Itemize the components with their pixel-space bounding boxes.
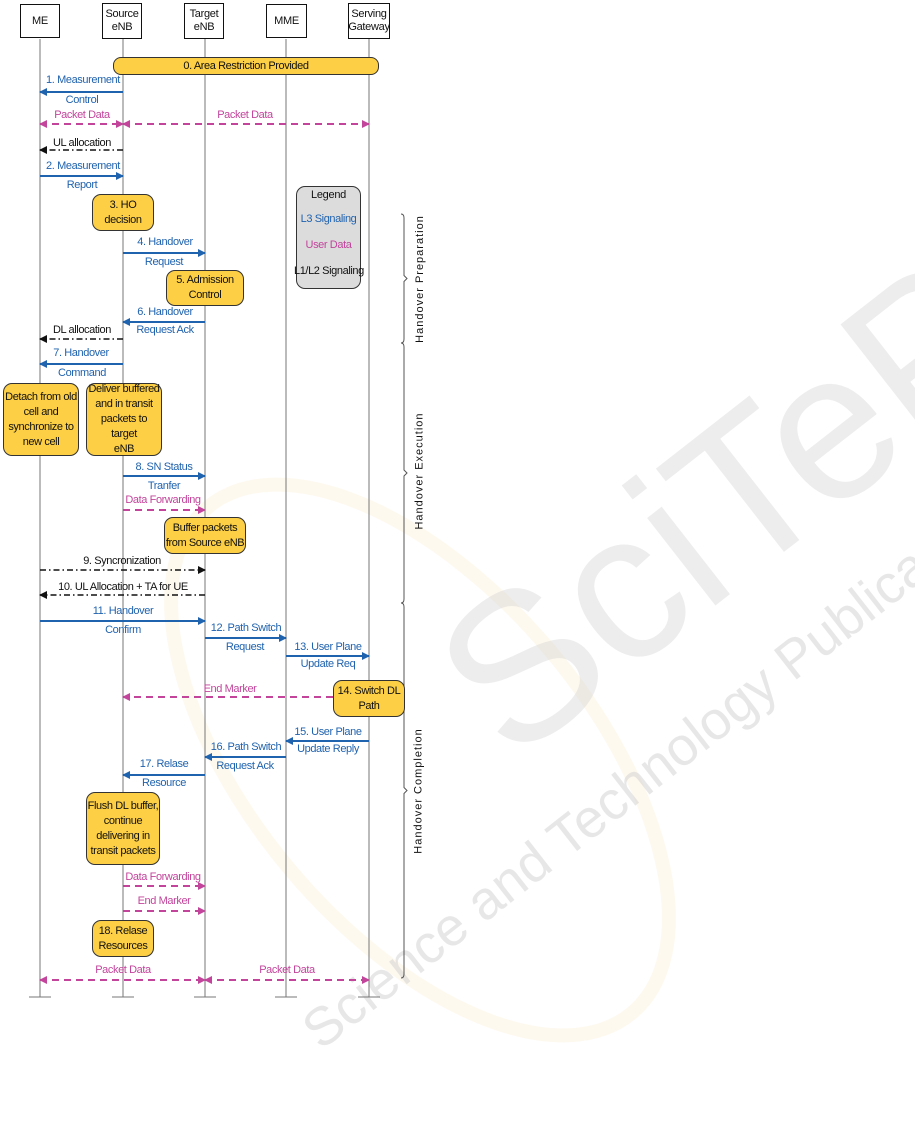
msg-6-label-top: 6. Handover	[137, 306, 193, 318]
msg-13-label-top: 13. User Plane	[294, 641, 362, 653]
phase-handover-preparation: Handover Preparation	[413, 215, 426, 343]
msg-2-label-top: 2. Measurement	[46, 160, 120, 172]
note-ho-decision: 3. HO decision	[92, 194, 154, 231]
msg-11-label-top: 11. Handover	[92, 605, 154, 617]
note-detach-sync: Detach from old cell and synchronize to …	[3, 383, 79, 456]
actor-source-enb: Source eNB	[102, 3, 142, 39]
msg-12-label-top: 12. Path Switch	[210, 622, 282, 634]
data-forwarding-2-label: Data Forwarding	[125, 871, 201, 883]
msg-7-label-top: 7. Handover	[53, 347, 109, 359]
msg-16-label-top: 16. Path Switch	[210, 741, 282, 753]
phase-handover-completion: Handover Completion	[412, 728, 425, 854]
msg-11-label-bottom: Confirm	[105, 624, 141, 636]
msg-9-label: 9. Syncronization	[83, 555, 161, 567]
data-forwarding-1-label: Data Forwarding	[125, 494, 201, 506]
msg-2-label-bottom: Report	[66, 179, 98, 191]
legend: Legend L3 Signaling User Data L1/L2 Sign…	[294, 186, 364, 289]
ul-allocation-label: UL allocation	[53, 137, 111, 149]
note-deliver-buffered: Deliver buffered and in transit packets …	[86, 383, 162, 456]
bracket-completion	[400, 602, 408, 979]
packet-data-1-label: Packet Data	[54, 109, 110, 121]
msg-17-label-top: 17. Relase	[139, 758, 189, 770]
dl-allocation-label: DL allocation	[53, 324, 111, 336]
note-area-restriction: 0. Area Restriction Provided	[113, 57, 379, 75]
bracket-execution	[400, 342, 408, 604]
msg-16-label-bottom: Request Ack	[216, 760, 274, 772]
legend-title: Legend	[311, 189, 346, 201]
end-marker-1-label: End Marker	[203, 683, 257, 695]
note-admission-control: 5. Admission Control	[166, 270, 244, 306]
legend-l3-signaling-label: L3 Signaling	[300, 213, 357, 225]
actor-me: ME	[20, 4, 60, 38]
msg-17-label-bottom: Resource	[142, 777, 186, 789]
msg-6-label-bottom: Request Ack	[136, 324, 194, 336]
msg-4-label-top: 4. Handover	[137, 236, 193, 248]
note-switch-dl-path: 14. Switch DL Path	[333, 680, 405, 717]
legend-user-data-label: User Data	[305, 239, 352, 251]
msg-12-label-bottom: Request	[225, 641, 265, 653]
actor-serving-gateway: Serving Gateway	[348, 3, 390, 39]
msg-13-label-bottom: Update Req	[300, 658, 356, 670]
note-buffer-packets: Buffer packets from Source eNB	[164, 517, 246, 554]
bracket-preparation	[400, 213, 408, 344]
packet-data-2-label: Packet Data	[217, 109, 273, 121]
msg-1-label-bottom: Control	[65, 94, 99, 106]
msg-8-label-bottom: Tranfer	[147, 480, 181, 492]
phase-handover-execution: Handover Execution	[413, 412, 426, 530]
note-release-resources: 18. Relase Resources	[92, 920, 154, 957]
msg-7-label-bottom: Command	[58, 367, 106, 379]
msg-15-label-top: 15. User Plane	[294, 726, 362, 738]
actor-target-enb: Target eNB	[184, 3, 224, 39]
msg-10-label: 10. UL Allocation + TA for UE	[58, 581, 188, 593]
packet-data-3-label: Packet Data	[95, 964, 151, 976]
legend-l1l2-signaling-label: L1/L2 Signaling	[294, 265, 364, 277]
end-marker-2-label: End Marker	[137, 895, 191, 907]
actor-mme: MME	[266, 4, 307, 38]
msg-8-label-top: 8. SN Status	[135, 461, 193, 473]
msg-1-label-top: 1. Measurement	[46, 74, 120, 86]
msg-4-label-bottom: Request	[144, 256, 184, 268]
packet-data-4-label: Packet Data	[259, 964, 315, 976]
msg-15-label-bottom: Update Reply	[297, 743, 359, 755]
note-flush-dl-buffer: Flush DL buffer, continue delivering in …	[86, 792, 160, 865]
